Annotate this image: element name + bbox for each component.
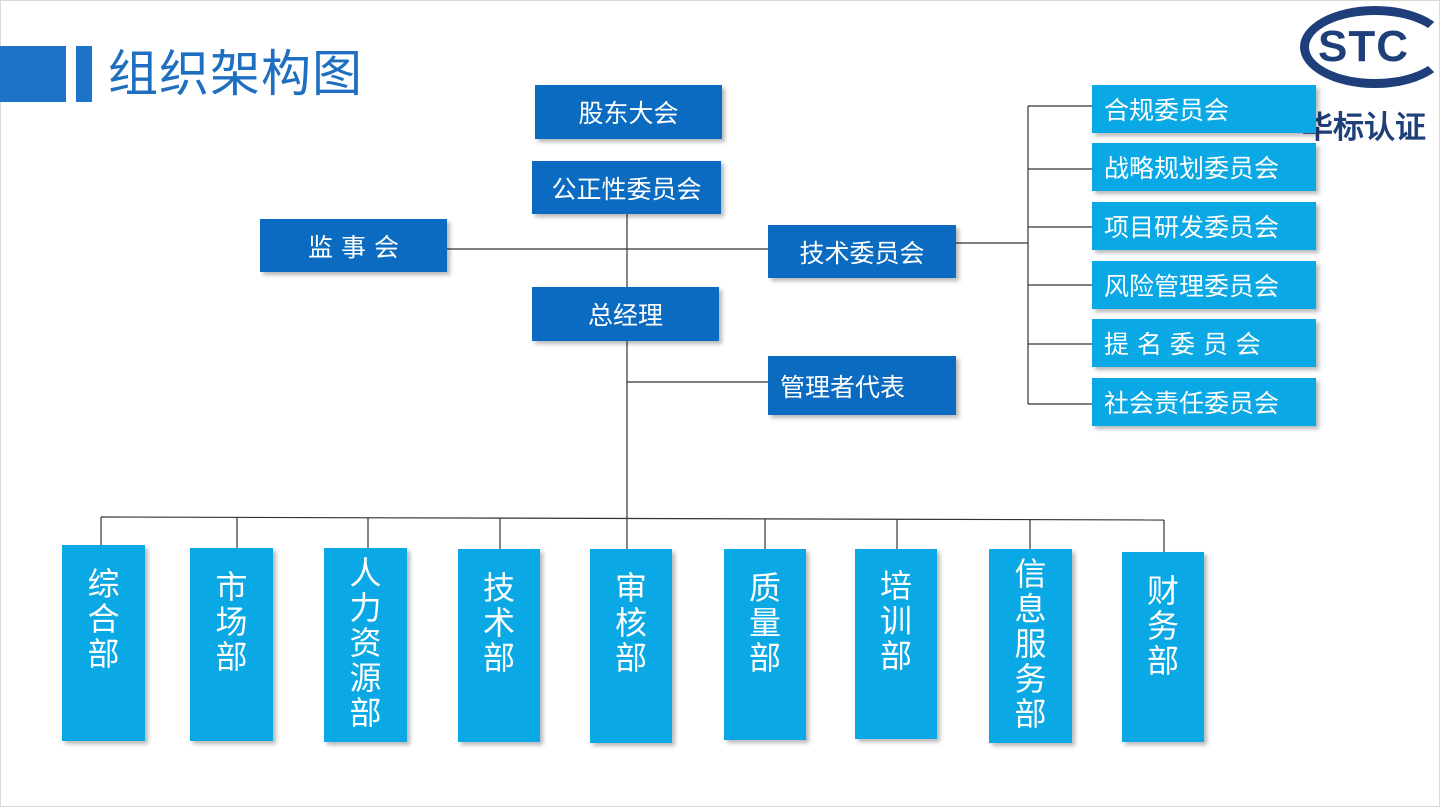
title-accent-bar: [0, 46, 66, 102]
dept-char: 综: [87, 565, 120, 603]
dept-char: 部: [482, 639, 515, 677]
dept-char: 部: [879, 637, 912, 675]
dept-char: 技: [482, 569, 515, 607]
title-accent-bar-small: [76, 46, 92, 102]
dept-char: 合: [87, 600, 120, 638]
committee-label: 战略规划委员会: [1104, 154, 1280, 183]
node-label: 总经理: [587, 301, 663, 330]
node-general-manager: 总经理: [532, 287, 719, 341]
committee-label: 提 名 委 员 会: [1104, 330, 1261, 359]
dept-general-affairs: 综 合 部: [62, 545, 145, 741]
connector-department-bus: [100, 516, 1165, 521]
dept-char: 术: [482, 604, 515, 642]
dept-char: 审: [614, 569, 647, 607]
node-label: 技术委员会: [799, 238, 925, 268]
dept-char: 务: [1014, 660, 1047, 698]
node-management-representative: 管理者代表: [768, 356, 956, 415]
logo-subtitle: 华标认证: [1302, 110, 1426, 146]
dept-char: 核: [614, 604, 647, 642]
dept-quality: 质 量 部: [724, 549, 806, 740]
dept-training: 培 训 部: [855, 549, 937, 739]
dept-char: 市: [215, 568, 248, 606]
node-supervisory-board: 监 事 会: [260, 219, 447, 272]
dept-char: 场: [215, 603, 248, 641]
node-technical-committee: 技术委员会: [768, 225, 956, 278]
committee-social-responsibility: 社会责任委员会: [1092, 378, 1316, 426]
dept-char: 培: [879, 567, 912, 605]
committee-label: 风险管理委员会: [1104, 272, 1280, 301]
node-shareholders: 股东大会: [535, 85, 722, 139]
committee-risk: 风险管理委员会: [1092, 261, 1316, 309]
dept-char: 源: [349, 659, 382, 697]
node-label: 股东大会: [578, 99, 679, 128]
dept-finance: 财 务 部: [1122, 552, 1204, 742]
dept-char: 部: [614, 639, 647, 677]
committee-compliance: 合规委员会: [1092, 85, 1316, 133]
node-label: 公正性委员会: [551, 174, 702, 204]
committee-label: 项目研发委员会: [1104, 213, 1280, 242]
dept-char: 服: [1014, 625, 1047, 663]
dept-information-services: 信 息 服 务 部: [989, 549, 1072, 743]
committee-nomination: 提 名 委 员 会: [1092, 319, 1316, 367]
dept-char: 量: [748, 604, 781, 642]
dept-human-resources: 人 力 资 源 部: [324, 548, 407, 742]
dept-char: 人: [349, 554, 382, 592]
committee-label: 合规委员会: [1104, 96, 1230, 125]
node-label: 监 事 会: [308, 232, 399, 262]
dept-char: 训: [879, 602, 912, 640]
logo-oval-icon: [1300, 6, 1440, 88]
committee-rd: 项目研发委员会: [1092, 202, 1316, 250]
dept-char: 部: [748, 639, 781, 677]
dept-technical: 技 术 部: [458, 549, 540, 742]
dept-audit: 审 核 部: [590, 549, 672, 743]
dept-char: 部: [349, 694, 382, 732]
dept-char: 部: [215, 638, 248, 676]
node-label: 管理者代表: [780, 372, 906, 402]
dept-char: 质: [748, 569, 781, 607]
dept-char: 部: [1146, 642, 1179, 680]
dept-char: 力: [349, 589, 382, 627]
dept-char: 务: [1146, 607, 1179, 645]
committee-strategy: 战略规划委员会: [1092, 143, 1316, 191]
page-title: 组织架构图: [108, 45, 363, 103]
dept-marketing: 市 场 部: [190, 548, 273, 741]
dept-char: 息: [1014, 590, 1047, 628]
dept-char: 财: [1146, 572, 1179, 610]
logo-mark: STC: [1318, 22, 1409, 71]
node-impartiality-committee: 公正性委员会: [532, 161, 721, 214]
dept-char: 部: [1014, 695, 1047, 733]
dept-char: 资: [349, 624, 382, 662]
dept-char: 部: [87, 635, 120, 673]
committee-label: 社会责任委员会: [1104, 389, 1280, 418]
dept-char: 信: [1014, 555, 1047, 593]
stc-logo: STC 华标认证: [1290, 0, 1440, 150]
